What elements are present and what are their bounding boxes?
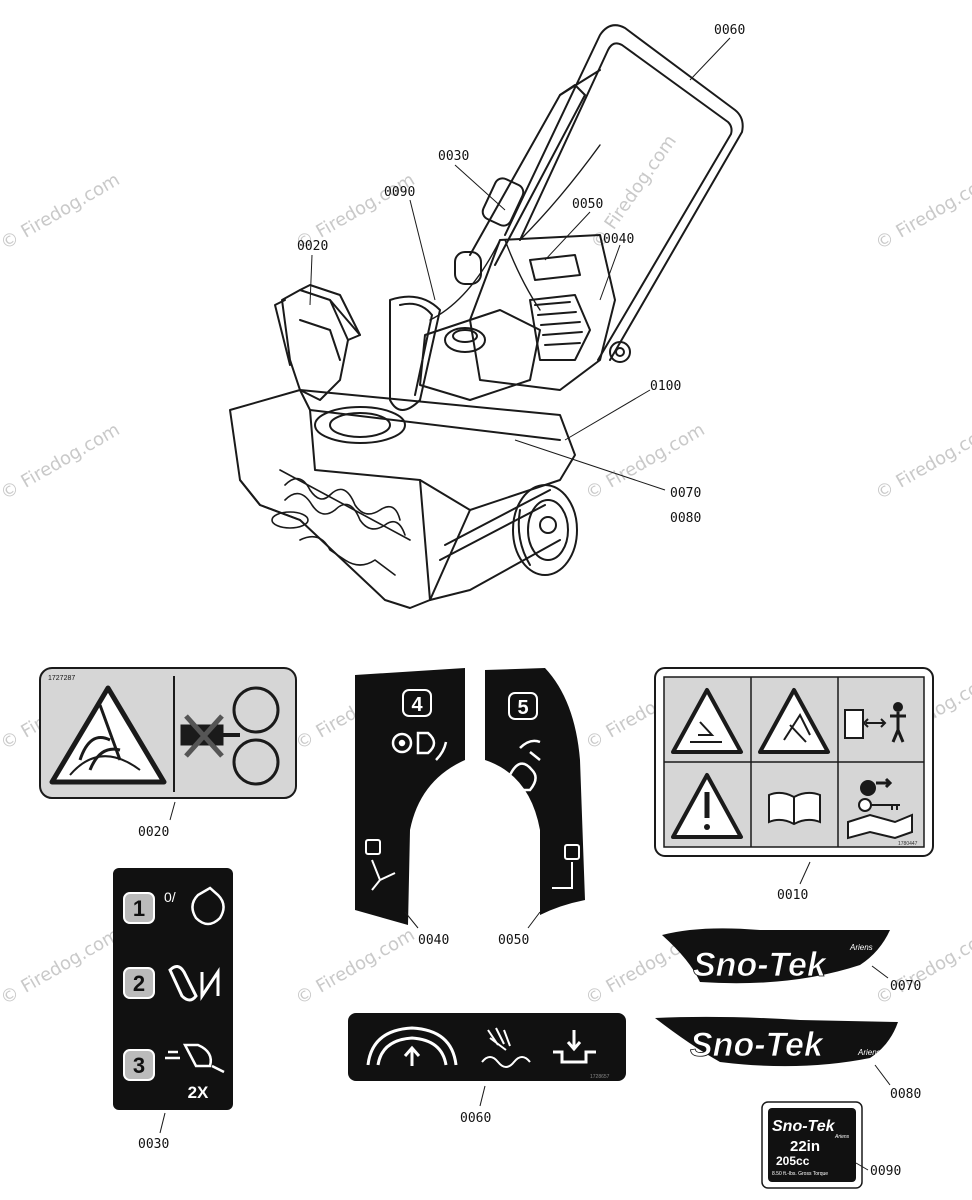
watermark: © Firedog.com (0, 169, 123, 254)
callout-0010-decal: 0010 (777, 888, 808, 903)
brand-sub: Ariens (857, 1048, 881, 1057)
hand-auger-icon (78, 704, 122, 771)
torque-label: 8.50 ft.-lbs. Gross Torque (772, 1171, 828, 1177)
callout-0040-decal: 0040 (418, 933, 449, 948)
size-label: 22in (790, 1138, 820, 1155)
watermark: © Firedog.com (0, 924, 123, 1009)
watermark: © Firedog.com (872, 924, 972, 1009)
callout-labels-top: 0060 0030 0090 0050 0040 0020 0100 0070 … (297, 23, 745, 526)
watermark: © Firedog.com (292, 924, 418, 1009)
primer-icon (508, 739, 541, 792)
brand-logo: Sno-Tek (690, 1026, 825, 1064)
callout-0050-decal: 0050 (498, 933, 529, 948)
callout-0040: 0040 (603, 232, 634, 247)
step-number: 3 (133, 1053, 145, 1078)
ignition-on-icon: 0/ (164, 886, 225, 926)
callout-0050: 0050 (572, 197, 603, 212)
decal-code: 1727287 (48, 675, 75, 682)
decal-0030: 1 0/ 2 3 2X (113, 868, 233, 1110)
auger (271, 469, 411, 576)
primer-push-icon (165, 1043, 225, 1074)
decal-0040: 4 (355, 668, 465, 925)
callout-0060: 0060 (714, 23, 745, 38)
engine-cc-label: 205cc (776, 1154, 810, 1168)
auger-throw-icon (481, 1027, 531, 1068)
decal-0090: Sno-Tek Ariens 22in 205cc 8.50 ft.-lbs. … (761, 1101, 863, 1189)
callout-0100: 0100 (650, 379, 681, 394)
discharge-chute (281, 289, 349, 401)
callout-0030-decal: 0030 (138, 1137, 169, 1152)
decal-0060: 1728657 (348, 1013, 626, 1081)
drive-bail-icon (366, 1026, 458, 1066)
brand-logo: Sno-Tek (693, 946, 828, 984)
step-number: 5 (517, 697, 528, 719)
decal-0070: Sno-Tek Ariens (662, 928, 890, 984)
callout-0080: 0080 (670, 511, 701, 526)
wheel (512, 484, 578, 576)
decal-0020: 1727287 (39, 667, 297, 799)
handle-lever-icon (552, 844, 580, 889)
handle-grip (454, 251, 482, 285)
arrow-down-icon (365, 839, 396, 891)
warning-triangle-icon (671, 688, 743, 754)
callout-0090-decal: 0090 (870, 1164, 901, 1179)
keep-away-icon (844, 702, 906, 743)
repeat-label: 2X (188, 1083, 209, 1102)
warning-triangle-icon (758, 688, 830, 754)
manual-book-icon (768, 791, 821, 826)
snowblower-illustration (229, 24, 744, 609)
step-number: 4 (411, 694, 423, 716)
svg-text:0/: 0/ (164, 889, 176, 905)
key-manual-icon (847, 777, 913, 840)
callout-0070: 0070 (670, 486, 701, 501)
leader-lines (309, 37, 731, 491)
decal-code: 1780447 (898, 841, 918, 847)
brand-sub: Ariens (834, 1134, 850, 1140)
watermark: © Firedog.com (872, 169, 972, 254)
lower-arrow-icon (553, 1030, 596, 1064)
watermark: © Firedog.com (872, 419, 972, 504)
decal-0050: 5 (485, 668, 585, 915)
callout-0080-decal: 0080 (890, 1087, 921, 1102)
decal-code: 1728657 (590, 1074, 610, 1080)
decal-0080: Sno-Tek Ariens (655, 1016, 898, 1067)
no-hands-icon (180, 686, 280, 786)
brand-logo: Sno-Tek (772, 1118, 836, 1135)
callout-0090: 0090 (384, 185, 415, 200)
watermark: © Firedog.com (0, 419, 123, 504)
decal-0010: 1780447 (654, 667, 934, 857)
callout-0060-decal: 0060 (460, 1111, 491, 1126)
callout-0020-decal: 0020 (138, 825, 169, 840)
upper-handle (504, 24, 744, 361)
fuel-cap (444, 327, 486, 353)
engine-choke-icon (391, 731, 448, 761)
callout-0070-decal: 0070 (890, 979, 921, 994)
step-number: 1 (133, 896, 145, 921)
callout-0020: 0020 (297, 239, 328, 254)
step-number: 2 (133, 971, 145, 996)
auger-housing (229, 389, 576, 609)
callout-0030: 0030 (438, 149, 469, 164)
key-insert-icon (168, 965, 220, 1002)
brand-sub: Ariens (849, 943, 873, 952)
